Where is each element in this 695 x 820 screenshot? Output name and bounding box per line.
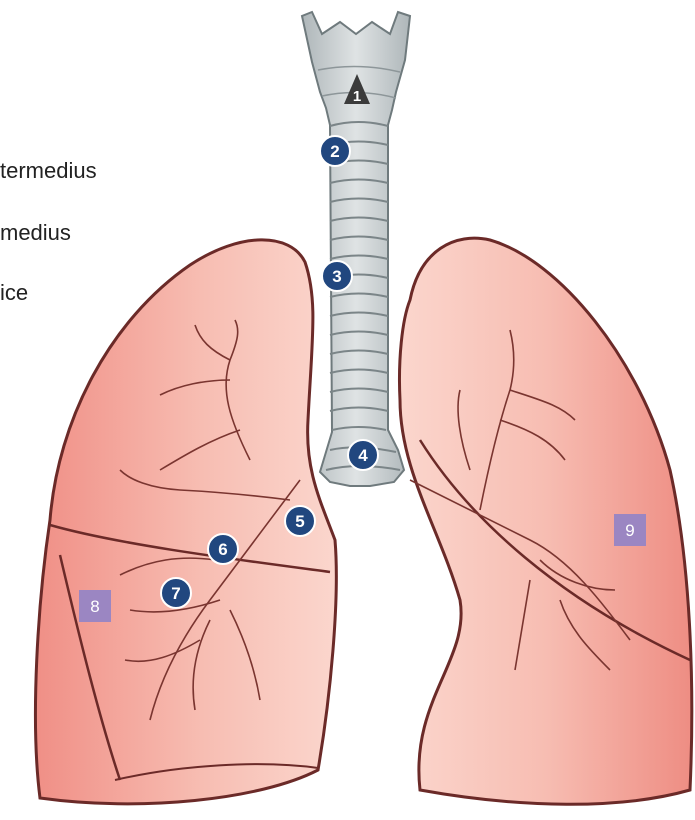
marker-8: 8 [79, 590, 111, 622]
marker-6-label: 6 [218, 540, 227, 559]
marker-7-label: 7 [171, 584, 180, 603]
marker-3: 3 [322, 261, 352, 291]
marker-2: 2 [320, 136, 350, 166]
marker-1-label: 1 [353, 88, 361, 105]
marker-9: 9 [614, 514, 646, 546]
marker-3-label: 3 [332, 267, 341, 286]
marker-2-label: 2 [330, 142, 339, 161]
marker-8-label: 8 [90, 597, 99, 616]
marker-4: 4 [348, 440, 378, 470]
marker-9-label: 9 [625, 521, 634, 540]
marker-7: 7 [161, 578, 191, 608]
marker-4-label: 4 [358, 446, 368, 465]
marker-5: 5 [285, 506, 315, 536]
marker-6: 6 [208, 534, 238, 564]
marker-5-label: 5 [295, 512, 304, 531]
left-lung [399, 238, 691, 804]
